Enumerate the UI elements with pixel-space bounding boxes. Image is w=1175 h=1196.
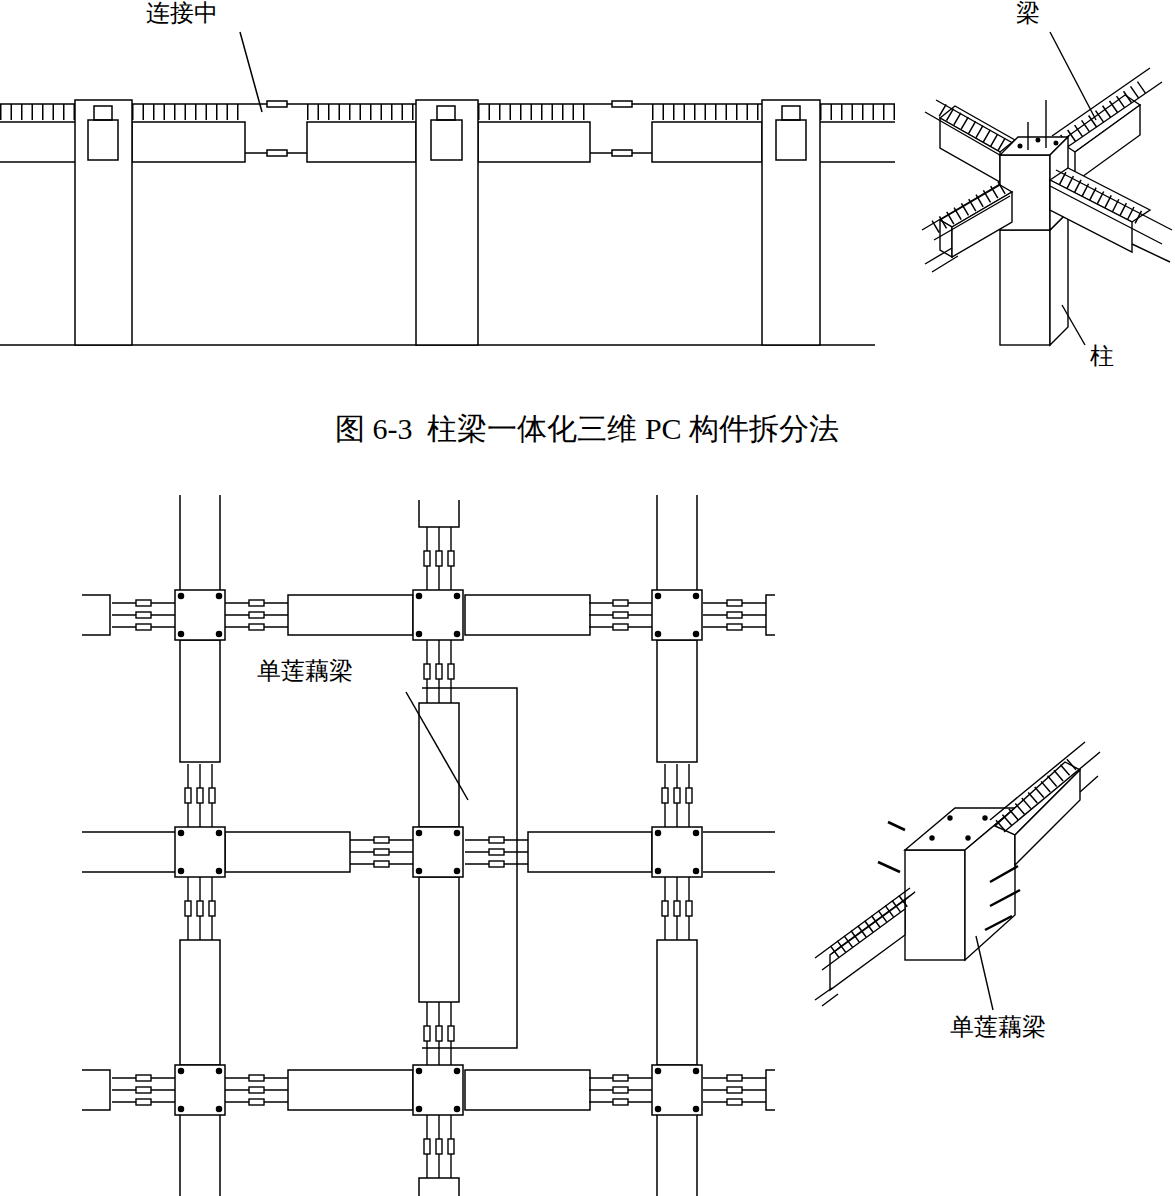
callout-label: 单莲藕梁	[948, 1014, 1048, 1042]
callout-label: 梁	[1014, 0, 1042, 28]
lotus-root-beam-3d	[815, 742, 1100, 1010]
figure-caption: 图 6-3 柱梁一体化三维 PC 构件拆分法	[333, 412, 841, 447]
callout-label: 连接中	[144, 0, 220, 28]
callout-label: 柱	[1088, 343, 1116, 371]
beam-column-joint-3d	[922, 32, 1172, 345]
elevation-view	[0, 32, 895, 345]
callout-label: 单莲藕梁	[255, 658, 355, 686]
plan-view	[82, 495, 775, 1196]
